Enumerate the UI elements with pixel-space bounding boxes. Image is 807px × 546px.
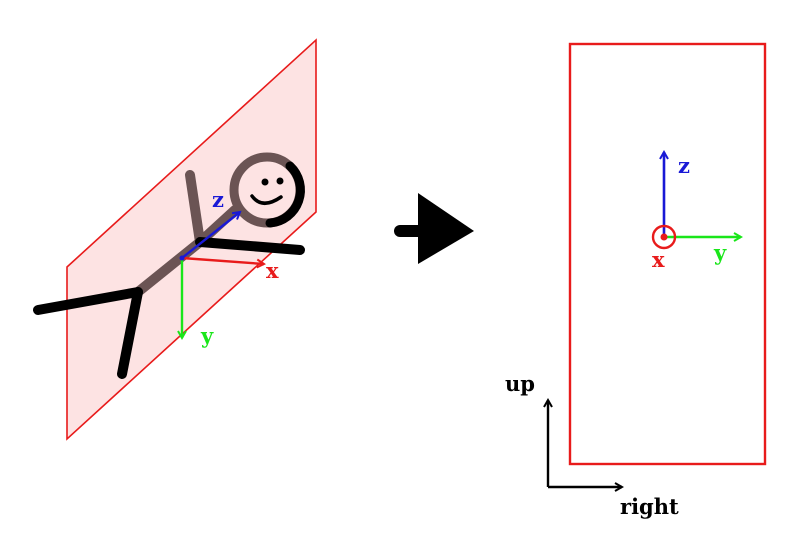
figure-left-leg (33, 287, 143, 315)
left-axes (180, 212, 265, 338)
figure-right-leg (117, 287, 143, 379)
screen-up-label: up (505, 371, 535, 396)
right-view: x y z up right (505, 42, 767, 519)
right-arrow-icon (394, 193, 474, 264)
left-origin (179, 255, 185, 261)
image-plane (66, 38, 317, 441)
right-y-label: y (713, 240, 727, 265)
right-origin-dot (660, 233, 668, 241)
figure-eye-left (261, 178, 269, 186)
left-x-label: x (266, 258, 279, 283)
right-axes (651, 152, 741, 250)
figure-back-arm (185, 170, 205, 247)
figure-smile (250, 194, 283, 205)
figure-neck (195, 205, 240, 247)
figure-torso (133, 237, 205, 297)
left-z-axis (181, 212, 240, 259)
image-frame (568, 42, 767, 466)
left-z-label: z (212, 187, 224, 212)
transform-arrow-head (418, 193, 474, 264)
left-view: x y z (33, 38, 317, 441)
figure-front-arm (195, 237, 305, 255)
right-x-label: x (652, 247, 665, 272)
screen-axes (548, 400, 622, 487)
figure-head-front-rim (265, 161, 305, 228)
right-z-label: z (678, 153, 690, 178)
left-y-label: y (200, 323, 214, 348)
left-x-axis (181, 256, 264, 264)
screen-right-label: right (620, 494, 679, 519)
right-x-axis-symbol (651, 224, 677, 250)
figure-eye-right (276, 177, 284, 185)
stick-figure (33, 152, 305, 379)
